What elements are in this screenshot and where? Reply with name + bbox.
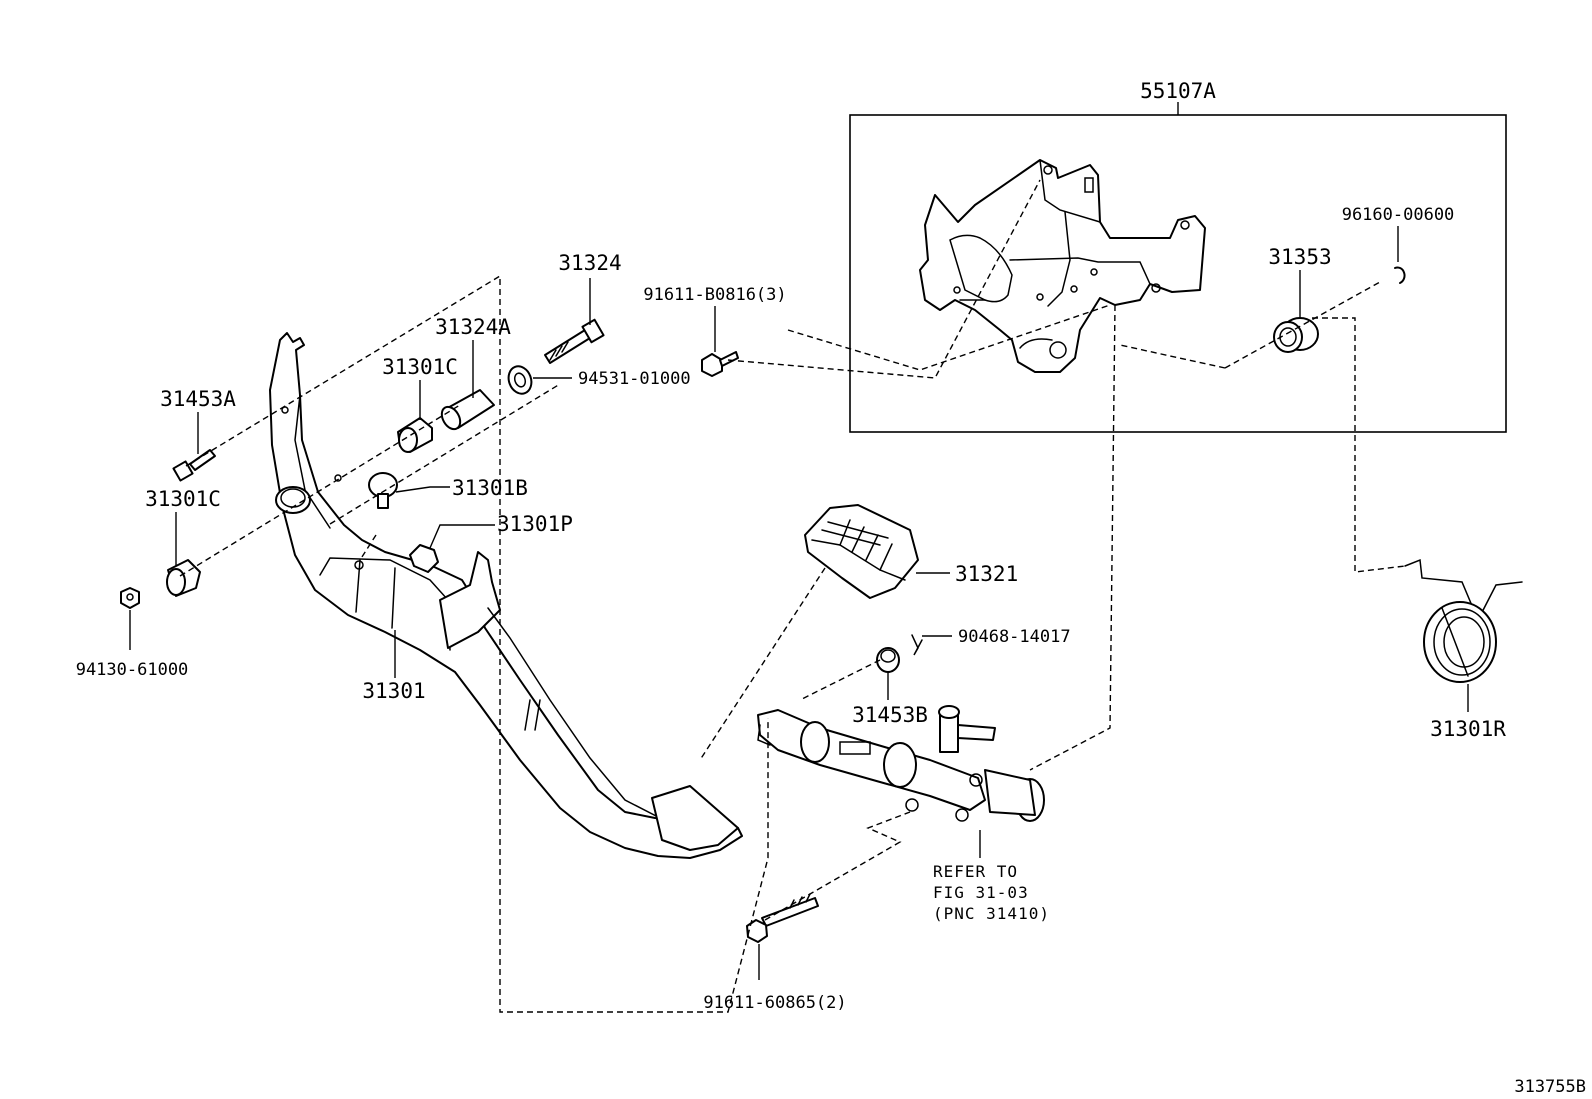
label-90468-14017: 90468-14017 xyxy=(958,627,1071,647)
cushion-31353 xyxy=(1273,317,1319,353)
label-55107a: 55107A xyxy=(1140,79,1216,103)
bolt-91611-60865 xyxy=(746,893,819,943)
label-31453a: 31453A xyxy=(160,387,236,411)
bolt-31324 xyxy=(544,318,605,364)
label-pnc-31410: (PNC 31410) xyxy=(933,904,1050,923)
master-cylinder xyxy=(757,705,1045,822)
label-31324: 31324 xyxy=(558,251,621,275)
diagram-id: 313755B xyxy=(1514,1077,1586,1097)
label-31324a: 31324A xyxy=(435,315,511,339)
label-96160-00600: 96160-00600 xyxy=(1342,205,1455,225)
label-31321: 31321 xyxy=(955,562,1018,586)
bushing-31453b xyxy=(876,647,900,673)
label-94531-01000: 94531-01000 xyxy=(578,369,691,389)
label-94130-61000: 94130-61000 xyxy=(76,660,189,680)
pedal-pad xyxy=(804,504,919,599)
label-refer-to: REFER TO xyxy=(933,862,1018,881)
bolt-91611-b0816 xyxy=(701,351,739,377)
spring-31301r xyxy=(1404,558,1523,683)
clip-31301p xyxy=(409,544,439,573)
leader-lines xyxy=(129,226,1469,980)
label-31301r: 31301R xyxy=(1430,717,1506,741)
bushing-31301c-lower xyxy=(166,559,201,597)
washer-94531 xyxy=(507,365,533,395)
label-91611-60865: 91611-60865(2) xyxy=(703,993,846,1013)
label-31353: 31353 xyxy=(1268,245,1331,269)
label-31301c-lower: 31301C xyxy=(145,487,221,511)
ring-96160 xyxy=(1394,266,1406,284)
label-31301b: 31301B xyxy=(452,476,528,500)
label-31301p: 31301P xyxy=(497,512,573,536)
label-fig-31-03: FIG 31-03 xyxy=(933,883,1029,902)
bumper-31301b xyxy=(368,472,398,509)
label-91611-b0816: 91611-B0816(3) xyxy=(643,285,786,305)
label-31301c-upper: 31301C xyxy=(382,355,458,379)
alignment-lines xyxy=(179,179,1406,1013)
clip-90468 xyxy=(911,634,923,656)
clutch-pedal-arm xyxy=(269,332,743,859)
label-31301: 31301 xyxy=(362,679,425,703)
pedal-bracket xyxy=(919,159,1206,373)
collar-31324a xyxy=(440,389,495,431)
nut-94130 xyxy=(120,587,140,609)
bolt-31453a xyxy=(172,449,216,482)
label-31453b: 31453B xyxy=(852,703,928,727)
bushing-31301c-upper xyxy=(397,417,433,453)
